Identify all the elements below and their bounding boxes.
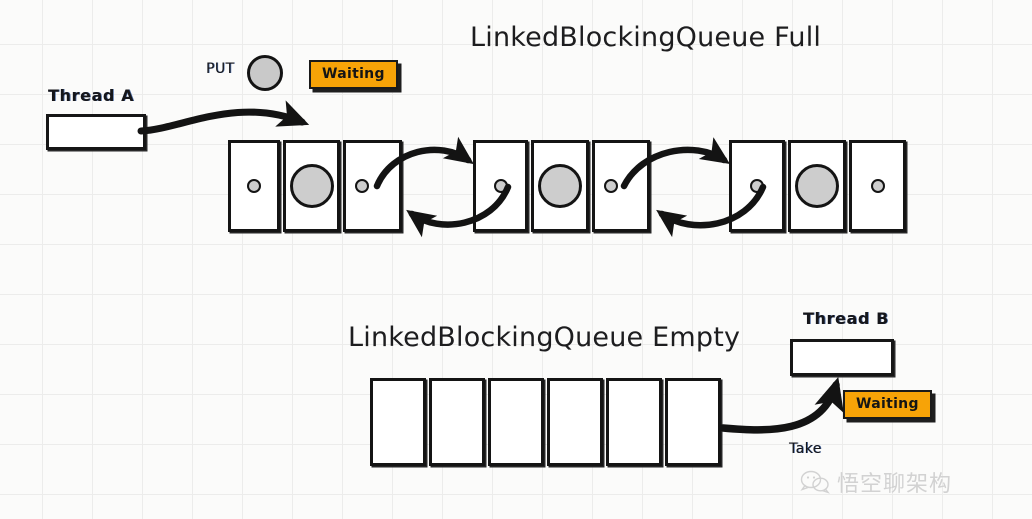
node-data-cell (283, 140, 340, 232)
thread-a-waiting-badge: Waiting (309, 60, 398, 89)
empty-queue-cell (429, 378, 485, 466)
thread-b-box (790, 339, 894, 376)
next-pointer-dot-icon (870, 179, 885, 193)
queue-node (473, 140, 650, 232)
thread-a-box (46, 114, 146, 150)
empty-queue-cell (370, 378, 426, 466)
node-next-pointer-cell (592, 140, 650, 232)
data-item-circle-icon (538, 164, 582, 208)
put-operation-label: PUT (206, 61, 235, 77)
empty-queue-cell (547, 378, 603, 466)
empty-queue-row (370, 378, 721, 466)
put-arrow (137, 100, 310, 135)
next-pointer-dot-icon (603, 179, 618, 193)
node-next-pointer-cell (343, 140, 402, 232)
node-data-cell (788, 140, 846, 232)
empty-queue-cell (488, 378, 544, 466)
node-data-cell (531, 140, 589, 232)
take-arrow (719, 377, 844, 434)
next-pointer-dot-icon (354, 179, 369, 193)
data-item-circle-icon (289, 164, 334, 208)
page-title-full-queue: LinkedBlockingQueue Full (470, 22, 822, 53)
page-title-empty-queue: LinkedBlockingQueue Empty (348, 322, 741, 353)
node-prev-pointer-cell (473, 140, 528, 232)
node-prev-pointer-cell (228, 140, 280, 232)
queue-node (729, 140, 906, 232)
empty-queue-cell (606, 378, 662, 466)
thread-b-label: Thread B (803, 309, 889, 328)
data-item-circle-icon (795, 164, 839, 208)
prev-pointer-dot-icon (750, 179, 764, 193)
prev-pointer-dot-icon (493, 179, 508, 193)
empty-queue-cell (665, 378, 721, 466)
watermark: 悟空聊架构 (800, 466, 952, 498)
thread-a-label: Thread A (48, 86, 135, 105)
watermark-text: 悟空聊架构 (837, 472, 953, 497)
wechat-icon (800, 470, 830, 494)
node-prev-pointer-cell (729, 140, 785, 232)
node-next-pointer-cell (849, 140, 906, 232)
thread-b-waiting-badge: Waiting (843, 390, 932, 419)
queue-node (228, 140, 402, 232)
prev-pointer-dot-icon (247, 179, 261, 193)
take-operation-label: Take (789, 441, 822, 457)
put-item-circle-icon (247, 55, 283, 91)
